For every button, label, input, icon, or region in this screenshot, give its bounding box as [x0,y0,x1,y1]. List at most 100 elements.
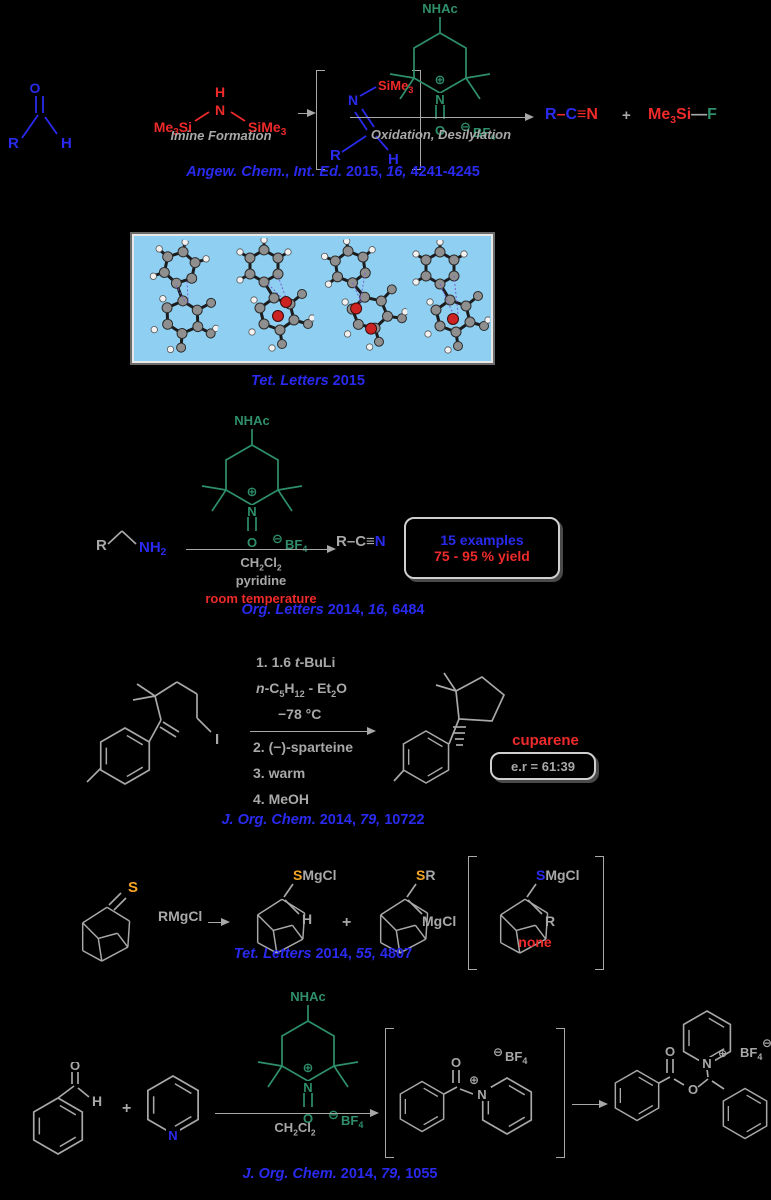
bracket-right [556,1028,565,1158]
small-arrow [298,109,316,117]
oxoammonium-reagent-structure: NHAc ⊕ N O ⊖ BF4 [201,413,307,554]
condition-step4: 4. MeOH [253,791,310,807]
molecule-1 [133,231,235,364]
citation-scheme4: J. Org. Chem.2014,79,10722 [221,812,425,828]
oxoammonium-reagent-structure: NHAc ⊕ N O ⊖ BF4 [389,1,495,142]
cuparene-structure [393,672,506,784]
plus-sign: + [622,107,631,124]
benzaldehyde-structure: O H [32,1062,102,1155]
unobserved-product-structure: SMgCl R [499,867,580,954]
nitrile-product: R–C≡N [545,106,598,123]
hmds-h: H [215,84,225,100]
crystal-structure-panel [130,231,495,365]
aldehyde-structure: R O H [8,82,72,152]
ball-and-stick-models [133,231,490,364]
grignard-reagent-label: RMgCl [158,908,203,924]
bf4-label: BF4 [285,537,307,554]
primary-amine-structure: R NH2 [96,530,167,558]
tms-fluoride-product: Me3Si—F [648,106,717,127]
ester-o-label: O [688,1082,698,1097]
oplus-charge: ⊕ [469,1073,479,1087]
oxide-o-label: O [247,535,257,550]
ominus-charge: ⊖ [328,1107,339,1122]
pyridinium-n-label: N [702,1056,711,1071]
nhac-label: NHAc [234,413,269,428]
r-group-label: R [8,135,19,152]
adamantanethione-structure: S [81,879,138,962]
hydrogen-label: H [92,1093,102,1109]
nhac-label: NHAc [422,1,457,16]
ring-n-label: N [303,1080,312,1095]
base-label: pyridine [235,573,287,588]
er-box: e.r = 61:39 [490,752,596,780]
carbonyl-o-label: O [665,1044,675,1059]
nitrile-product: R–C≡N [336,533,386,550]
molecule-2 [235,238,314,353]
reaction-arrow [250,727,376,735]
plus-sign: + [342,914,352,931]
ominus-charge: ⊖ [272,531,283,546]
amine-r: R [96,537,107,554]
none-label: none [518,934,552,950]
condition-step2: 2. (−)-sparteine [253,739,353,755]
temperature-label: room temperature [205,591,317,606]
oxide-o-label: O [435,123,445,138]
oxygen-label: O [30,82,41,96]
reaction-arrow [350,113,534,121]
sr-label: SR [416,867,435,883]
hmds-trimethylsilyl-left: Me3Si [154,119,192,138]
h-label: H [302,911,312,927]
reaction-arrow [572,1100,608,1108]
yield-range: 75 - 95 % yield [434,548,530,564]
aryl-alkene-iodide-structure: I [86,681,219,785]
bracket-left [385,1028,394,1158]
bracket-left [468,856,477,970]
molecule-4 [411,240,490,355]
carbonyl-o-label: O [451,1055,461,1070]
hmds-trimethylsilyl-right: SiMe3 [248,119,287,138]
plus-sign: + [122,1100,132,1117]
oxoammonium-reagent-structure: NHAc ⊕ N O ⊖ BF4 [257,989,363,1130]
sulfur-label: S [128,879,138,896]
bracket-right [595,856,604,970]
ominus-charge: ⊖ [493,1045,503,1059]
ominus-charge: ⊖ [460,119,471,134]
examples-count: 15 examples [440,532,524,548]
ring-n-label: N [247,504,256,519]
er-value: e.r = 61:39 [511,758,575,774]
mgcl-label: MgCl [422,913,456,929]
final-product-structure: O O N ⊕ ⊖ BF4 [614,1010,771,1140]
r-label: R [545,913,555,929]
acylpyridinium-intermediate-structure: O ⊕ N ⊖ BF4 [399,1045,533,1135]
imine-r: R [330,147,341,164]
step2-label: Oxidation, Desilylation [370,127,512,142]
oxide-o-label: O [303,1111,313,1126]
pyridine-structure: N [146,1075,200,1143]
condition-solvents: n-C5H12 - Et2O [256,680,348,699]
bf4-label: BF4 [505,1049,527,1066]
condition-step1: 1. 1.6 t-BuLi [256,654,336,670]
nhac-label: NHAc [290,989,325,1004]
bracket-right [412,70,421,170]
hydrogen-label: H [61,135,72,152]
citation-scheme1: Angew. Chem., Int. Ed.2015,16,4241-4245 [186,164,480,180]
solvent-label: CH2Cl2 [274,1120,316,1138]
oplus-charge: ⊕ [247,484,258,499]
imine-h: H [388,151,399,167]
ominus-charge: ⊖ [762,1036,771,1050]
bf4-label: BF4 [473,125,495,142]
thioether-product2-structure: SR MgCl [379,867,456,954]
imine-silyl-label: SiMe3 [378,78,413,95]
hashed-stereo-bond [453,726,466,746]
thiolate-product1-structure: SMgCl H [256,867,337,954]
ring-n-label: N [435,92,444,107]
step1-label: Imine Formation [170,128,272,143]
imine-n: N [348,92,358,108]
hmds-n: N [215,102,225,118]
molecule-3 [317,232,412,357]
oplus-charge: ⊕ [718,1048,727,1060]
smgcl-label: SMgCl [293,867,337,883]
